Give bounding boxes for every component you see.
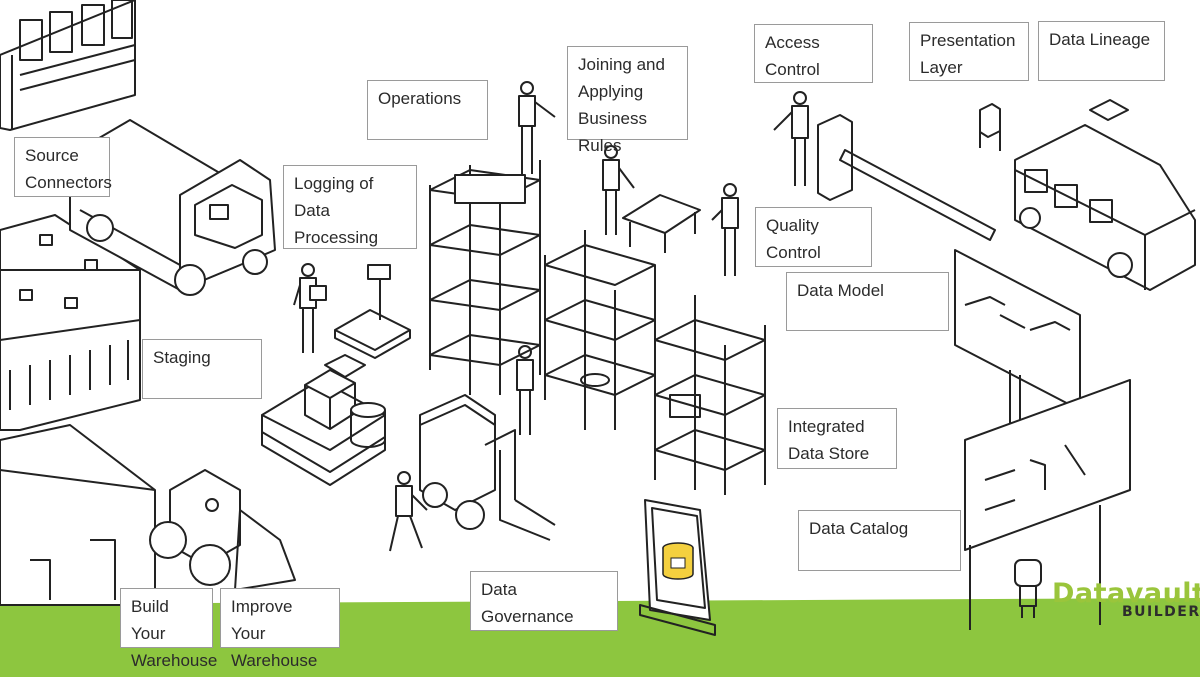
worker-walking [389, 471, 428, 552]
highlight-bucket-icon [662, 542, 694, 580]
shelf-right [654, 295, 766, 495]
label-joining: Joining and Applying Business Rules [567, 46, 688, 155]
worker-joining [602, 145, 635, 235]
label-data-governance: Data Governance [470, 571, 618, 631]
shelf-left [429, 160, 541, 395]
tablet-device [1089, 99, 1129, 121]
label-source-connectors: Source Connectors [14, 137, 112, 197]
worker-quality [711, 183, 739, 276]
pallet-with-boxes [261, 354, 386, 486]
worker-operations [518, 81, 556, 174]
delivery-truck [69, 119, 276, 296]
label-access-control: Access Control [754, 24, 873, 83]
worker-with-box [293, 263, 327, 353]
label-integrated-data-store: Integrated Data Store [777, 408, 897, 469]
van [1014, 124, 1196, 291]
label-data-model: Data Model [786, 272, 949, 331]
label-staging: Staging [142, 339, 262, 399]
robot-mascot-icon [1014, 559, 1042, 618]
label-build-warehouse: Build Your Warehouse [120, 588, 217, 670]
label-logging: Logging of Data Processing [283, 165, 417, 249]
forklift [419, 394, 556, 541]
shelf-middle [544, 230, 656, 430]
label-presentation-layer: Presentation Layer [909, 22, 1029, 81]
label-improve-warehouse: Improve Your Warehouse [220, 588, 340, 670]
logo-subtitle: BUILDER [1122, 604, 1200, 620]
bench [622, 194, 701, 253]
chair [979, 103, 1001, 151]
label-operations: Operations [367, 80, 488, 140]
building-top-left [0, 0, 136, 131]
label-data-lineage: Data Lineage [1038, 21, 1165, 81]
barrier-gate [817, 114, 996, 241]
building-staging [0, 214, 141, 431]
label-data-catalog: Data Catalog [798, 510, 961, 571]
tractor-loader [149, 469, 296, 591]
logo-name: Datavault [1052, 578, 1200, 609]
worker-shelf [516, 345, 534, 435]
worker-access [773, 91, 809, 186]
label-quality-control: Quality Control [755, 207, 872, 267]
building-lower-left [0, 424, 156, 606]
scale [334, 264, 411, 359]
display-board [964, 379, 1131, 630]
